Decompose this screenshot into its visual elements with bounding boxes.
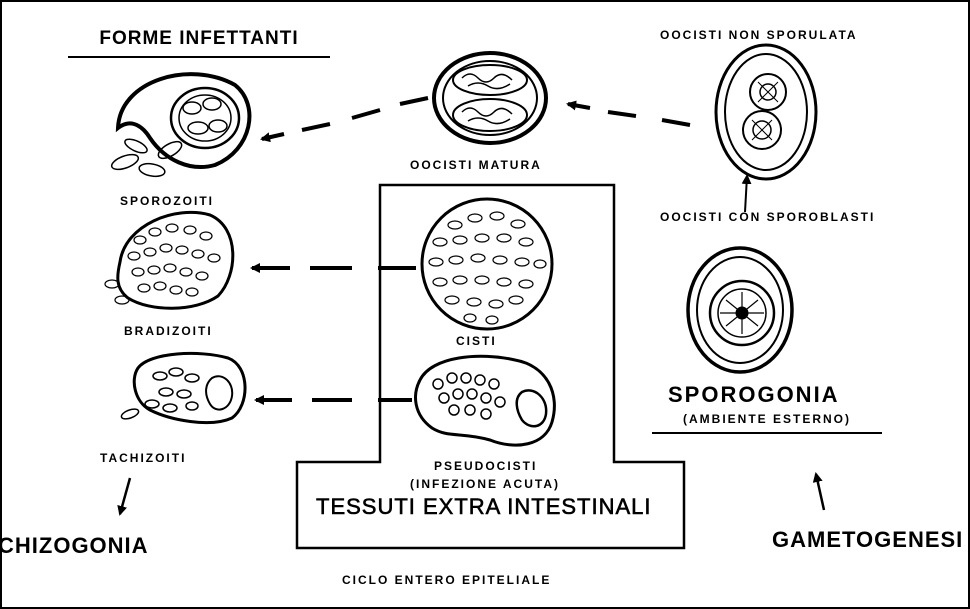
arrow-mature-to-sporozoites (262, 98, 428, 139)
label-schizogonia: CHIZOGONIA (0, 533, 149, 559)
label-infezione-acuta: (INFEZIONE ACUTA) (410, 477, 560, 491)
label-pseudocisti: PSEUDOCISTI (434, 459, 537, 473)
arrow-to-schizogony (120, 478, 130, 514)
label-oocisti-matura: OOCISTI MATURA (410, 158, 542, 172)
oocyst-mature-illustration (434, 53, 546, 143)
sporozoites-illustration (110, 74, 250, 178)
oocyst-unsporulated-illustration (716, 45, 816, 179)
arrow-oocyst-to-mature (568, 104, 690, 125)
label-tessuti-extra-intestinali: TESSUTI EXTRA INTESTINALI (316, 494, 652, 520)
arrow-gametogenesis-up (816, 474, 824, 510)
label-gametogenesi: GAMETOGENESI (772, 527, 963, 553)
arrow-sporoblasts-up (745, 176, 747, 212)
pseudocyst-illustration (416, 356, 555, 445)
oocyst-sporulating-illustration (688, 248, 792, 372)
label-bradizoiti: BRADIZOITI (124, 324, 213, 338)
label-cisti: CISTI (456, 334, 497, 348)
label-sporogonia: SPOROGONIA (668, 382, 840, 408)
bradyzoites-illustration (105, 212, 233, 308)
label-sporozoiti: SPOROZOITI (120, 194, 214, 208)
tachyzoites-illustration (120, 353, 245, 422)
label-oocisti-con-sporoblasti: OOCISTI CON SPOROBLASTI (660, 210, 875, 224)
cyst-illustration (422, 199, 552, 329)
label-ambiente-esterno: (AMBIENTE ESTERNO) (652, 412, 882, 434)
title-forme-infettanti: FORME INFETTANTI (68, 28, 330, 58)
label-oocisti-non-sporulata: OOCISTI NON SPORULATA (660, 28, 858, 42)
label-ciclo-entero-epiteliale: CICLO ENTERO EPITELIALE (342, 573, 551, 587)
label-tachizoiti: TACHIZOITI (100, 451, 186, 465)
